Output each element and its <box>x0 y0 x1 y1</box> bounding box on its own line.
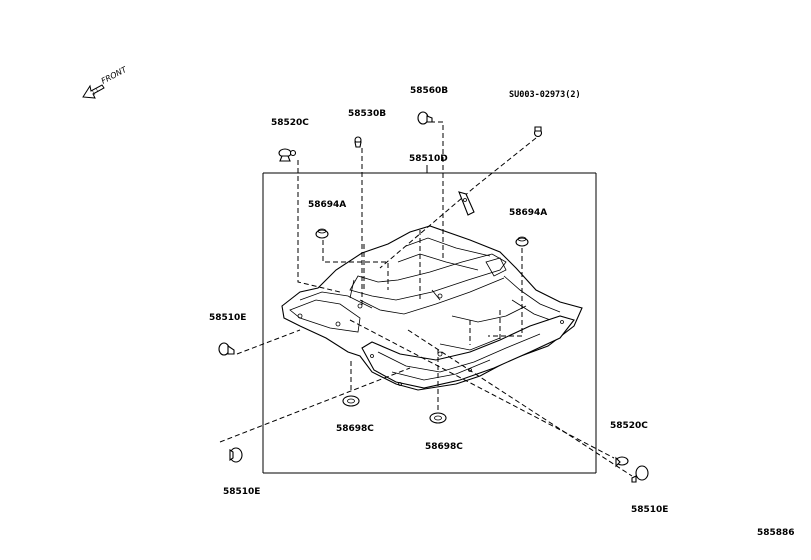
clip-58520c-top-icon <box>278 148 297 162</box>
callout-58694a-left: 58694A <box>308 200 346 210</box>
front-arrow-icon <box>82 84 105 99</box>
callout-58510e-left: 58510E <box>209 313 246 323</box>
floor-carpet-58510d <box>281 225 583 391</box>
assembly-frame <box>262 165 597 474</box>
callout-58698c-left: 58698C <box>336 424 374 434</box>
grommet-58694a-left-icon <box>315 228 329 239</box>
leader-lines <box>219 121 633 477</box>
front-label: FRONT <box>100 64 129 85</box>
hook-58510e-bottom-left-icon <box>229 447 243 463</box>
clip-58530b-icon <box>354 136 362 148</box>
plug-58560b-icon <box>417 111 433 125</box>
bracket-icon <box>458 191 475 216</box>
clip-su003-icon <box>533 126 543 138</box>
hook-58510e-left-icon <box>218 342 235 356</box>
callout-58698c-right: 58698C <box>425 442 463 452</box>
callout-58510e-bottom-left: 58510E <box>223 487 260 497</box>
callout-58510d: 58510D <box>409 154 448 164</box>
grommet-58698c-right-icon <box>429 412 447 424</box>
callout-58520c-top: 58520C <box>271 118 309 128</box>
callout-58560b: 58560B <box>410 86 448 96</box>
diagram-id: 585886 <box>757 528 795 538</box>
clip-58520c-right-icon <box>615 456 629 468</box>
grommet-58698c-left-icon <box>342 395 360 407</box>
hook-58510e-bottom-right-icon <box>631 465 649 483</box>
callout-su003: SU003-02973(2) <box>509 90 581 100</box>
callout-58520c-right: 58520C <box>610 421 648 431</box>
callout-58510e-bottom-right: 58510E <box>631 505 668 515</box>
grommet-58694a-right-icon <box>515 236 529 247</box>
callout-58694a-right: 58694A <box>509 208 547 218</box>
callout-58530b: 58530B <box>348 109 386 119</box>
